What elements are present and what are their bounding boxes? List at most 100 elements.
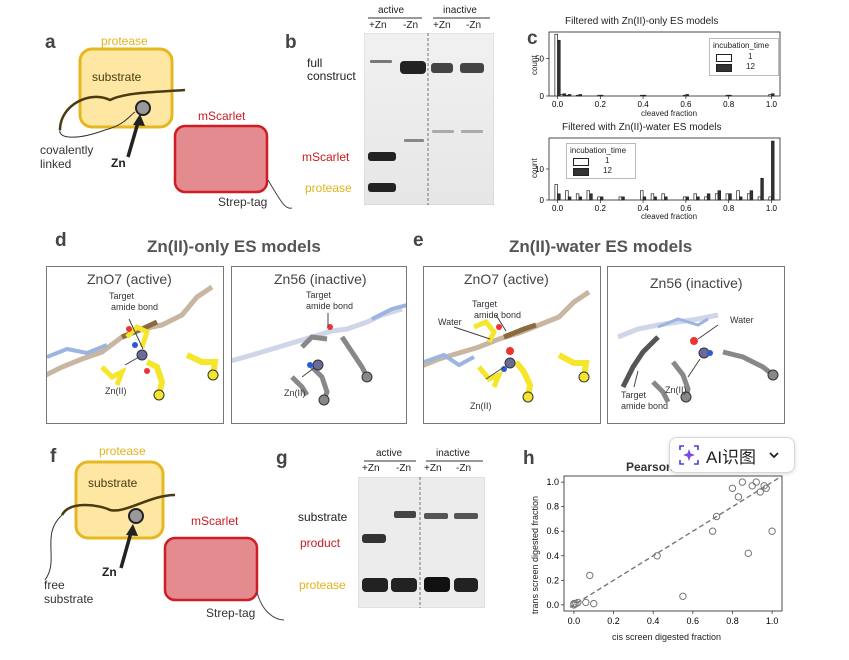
bar-incubation-12	[599, 94, 604, 97]
legend-item-1: 1	[605, 156, 610, 165]
x-tick-label: 0.0	[568, 616, 581, 626]
panel-c-label: c	[527, 28, 538, 49]
x-tick-label: 1.0	[766, 616, 779, 626]
gel-b-lane-4: -Zn	[466, 20, 481, 31]
scatter-point	[586, 571, 594, 580]
bar-incubation-1	[693, 193, 697, 201]
bar-incubation-12	[760, 177, 764, 201]
hist-top-ylabel: count	[530, 55, 539, 75]
hist-bottom-xlabel: cleaved fraction	[641, 212, 698, 221]
gel-b-lane-2: -Zn	[403, 20, 418, 31]
bar-incubation-12	[685, 94, 689, 97]
x-tick-label: 0.4	[638, 100, 650, 109]
scatter-title: Pearson	[626, 460, 674, 474]
hist-bottom-ylabel: count	[530, 158, 539, 178]
panel-f-mscarlet-label: mScarlet	[191, 514, 239, 528]
panel-e-right-title: Zn56 (inactive)	[650, 275, 743, 291]
bar-incubation-12	[557, 39, 561, 97]
panel-f-diagram	[44, 460, 285, 621]
ai-recognize-button[interactable]: AI识图	[669, 437, 795, 473]
gel-g-lane-2: -Zn	[396, 463, 411, 474]
gel-g-lane-1: +Zn	[362, 463, 380, 474]
y-tick-label: 0	[540, 92, 545, 101]
bar-incubation-12	[728, 94, 732, 97]
panel-d-left-target2: amide bond	[111, 302, 159, 312]
bar-incubation-1	[565, 190, 569, 201]
panel-e-left-target2: amide bond	[474, 310, 522, 320]
panel-e-right-zn: Zn(II)	[665, 385, 687, 395]
molecule-d-left	[47, 284, 219, 401]
x-tick-label: 0.6	[680, 100, 692, 109]
scatter-ylabel: trans screen digested fraction	[530, 495, 540, 614]
bar-incubation-12	[578, 196, 582, 201]
panel-f-strep-label: Strep-tag	[206, 606, 256, 620]
bar-incubation-1	[768, 94, 772, 97]
bar-incubation-12	[696, 196, 700, 201]
chevron-down-icon[interactable]	[768, 449, 780, 461]
gel-g-protease-label: protease	[299, 578, 346, 592]
panel-d-right-target2: amide bond	[306, 301, 354, 311]
panel-a-protease-label: protease	[101, 34, 148, 48]
gel-g-image	[358, 477, 485, 608]
x-tick-label: 0.6	[680, 204, 692, 213]
bar-incubation-12	[557, 193, 561, 201]
legend-item-12: 12	[746, 62, 755, 71]
gel-g-lane-3: +Zn	[424, 463, 442, 474]
bar-incubation-12	[664, 196, 668, 201]
hist-bottom-legend: incubation_time 1 12	[566, 143, 636, 179]
molecule-d-right	[232, 303, 406, 406]
bar-incubation-1	[661, 193, 665, 201]
scatter-point	[570, 599, 578, 608]
bar-incubation-1	[725, 193, 730, 201]
legend-title: incubation_time	[713, 41, 770, 50]
panel-e-right-target1: Target	[621, 390, 647, 400]
bar-incubation-1	[682, 196, 687, 201]
legend-item-1: 1	[748, 52, 753, 61]
bar-incubation-1	[747, 193, 751, 201]
x-tick-label: 0.8	[726, 616, 739, 626]
bar-incubation-1	[565, 94, 569, 97]
bar-incubation-12	[749, 190, 754, 201]
bar-incubation-1	[575, 94, 580, 97]
legend-item-12: 12	[603, 166, 612, 175]
panel-a-diagram	[58, 47, 293, 209]
hist-top-xlabel: cleaved fraction	[641, 109, 698, 118]
legend-swatch-12	[716, 64, 732, 72]
scatter-point	[744, 549, 753, 558]
gel-g-inactive-label: inactive	[436, 448, 470, 459]
y-tick-label: 0	[540, 196, 545, 205]
gel-b-active-label: active	[378, 5, 405, 16]
y-tick-label: 10	[535, 165, 544, 174]
gel-g-active-label: active	[376, 448, 403, 459]
panel-a-mscarlet-label: mScarlet	[198, 109, 246, 123]
y-tick-label: 0.0	[546, 600, 559, 610]
gel-b-inactive-label: inactive	[443, 5, 477, 16]
fit-line	[569, 475, 783, 608]
bar-incubation-1	[725, 94, 730, 97]
scatter-point	[734, 493, 743, 501]
legend-title: incubation_time	[570, 146, 627, 155]
panel-f-label: f	[50, 446, 57, 467]
x-tick-label: 0.8	[723, 204, 735, 213]
plot-frame	[548, 31, 781, 97]
x-tick-label: 0.2	[595, 204, 607, 213]
panel-b-label: b	[285, 32, 297, 53]
y-tick-label: 0.2	[546, 575, 559, 585]
bar-incubation-12	[653, 196, 657, 201]
x-tick-label: 1.0	[766, 100, 778, 109]
bar-incubation-12	[599, 196, 604, 201]
bar-incubation-1	[650, 193, 655, 201]
bar-incubation-1	[736, 190, 740, 201]
bar-incubation-1	[586, 190, 590, 201]
gel-g-substrate-label: substrate	[298, 510, 348, 524]
gel-b-mscarlet-label: mScarlet	[302, 150, 350, 164]
scatter-point	[572, 599, 580, 608]
panel-e-left-frame: ZnO7 (active) Target amide bond Water Zn…	[423, 266, 601, 424]
scatter-point	[760, 482, 768, 490]
gel-b-construct-label: construct	[307, 69, 356, 83]
scatter-point	[708, 527, 717, 535]
x-tick-label: 0.8	[723, 100, 735, 109]
gel-g-header-lines	[364, 460, 483, 462]
